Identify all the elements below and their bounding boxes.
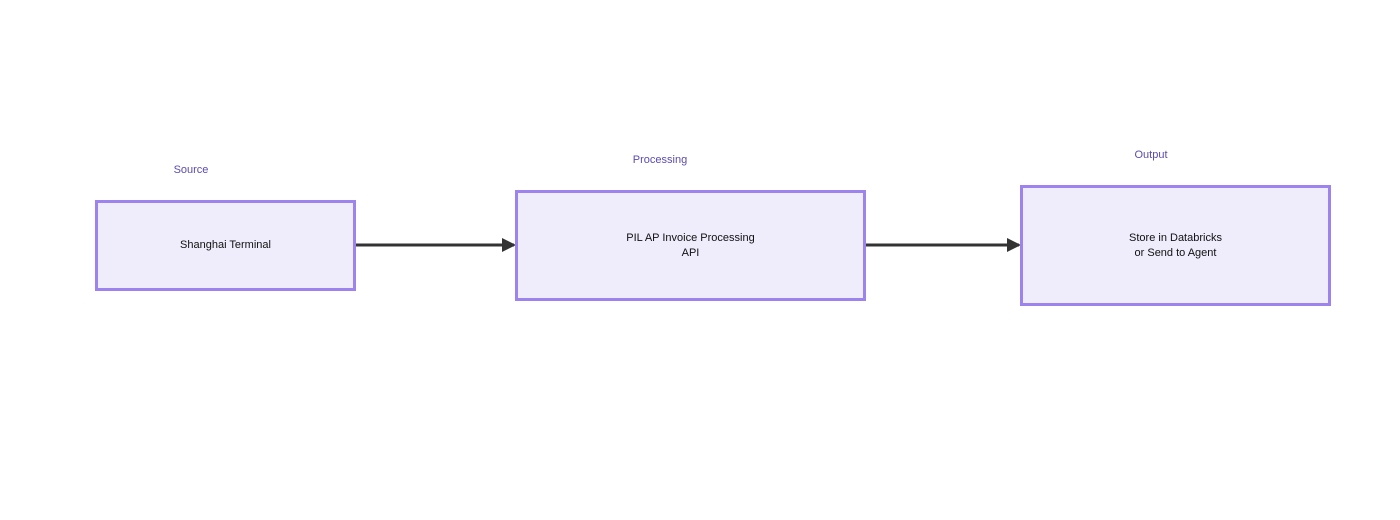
node-source-label: Shanghai Terminal — [180, 239, 271, 251]
group-label-source: Source — [173, 164, 209, 176]
node-processing-label: PIL AP Invoice Processing API — [626, 231, 755, 259]
group-label-processing: Processing — [632, 154, 688, 166]
node-output-label: Store in Databricks or Send to Agent — [1129, 231, 1222, 259]
node-source[interactable]: Shanghai Terminal — [95, 200, 356, 291]
node-processing[interactable]: PIL AP Invoice Processing API — [515, 190, 866, 301]
node-output[interactable]: Store in Databricks or Send to Agent — [1020, 185, 1331, 306]
group-label-output: Output — [1134, 149, 1168, 161]
